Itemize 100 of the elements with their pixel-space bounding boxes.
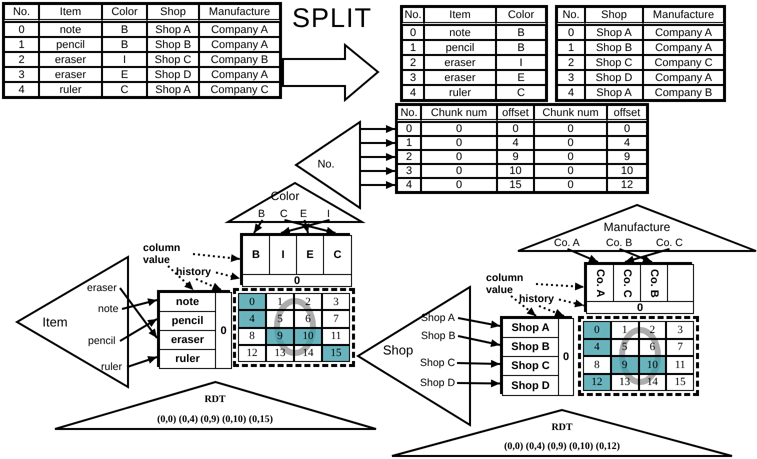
- dotted-arrow: [536, 282, 584, 290]
- table-value: 3: [4, 67, 39, 82]
- table-value: B: [496, 40, 546, 55]
- table-value: 0: [557, 25, 585, 40]
- table-value: Company C: [199, 82, 280, 97]
- column-header: Color: [102, 4, 147, 22]
- rdt-title: RDT: [551, 423, 573, 433]
- column-header: Shop: [585, 7, 643, 25]
- grid-number: 14: [638, 374, 666, 391]
- table-value: Company A: [199, 67, 280, 82]
- arrow: [253, 219, 264, 234]
- table-value: Shop C: [147, 52, 199, 67]
- row-number: 2: [398, 151, 420, 163]
- column-header: Chunk num: [421, 105, 497, 122]
- dotted-arrow: [167, 265, 194, 291]
- table-value: eraser: [39, 52, 102, 67]
- table-value: Company B: [643, 85, 724, 100]
- grid-number: 11: [322, 328, 350, 345]
- value-entry: C: [323, 235, 352, 275]
- table-value: pencil: [424, 40, 496, 55]
- table-value: 9: [607, 150, 647, 164]
- table-value: 0: [421, 164, 497, 178]
- table-value: eraser: [424, 70, 496, 85]
- grid-number: 1: [610, 321, 638, 338]
- column-header: Item: [39, 4, 102, 22]
- tree-title: Manufacture: [604, 221, 670, 233]
- table-value: B: [102, 22, 147, 37]
- value-label: Co. A: [554, 237, 581, 249]
- table-value: Shop A: [585, 25, 643, 40]
- grid-number: 1: [266, 293, 294, 310]
- arrow: [280, 219, 330, 235]
- column-header: offset: [607, 105, 647, 122]
- table-value: B: [102, 37, 147, 52]
- column-header: No.: [402, 7, 424, 25]
- value-entry: B: [242, 235, 270, 275]
- table-value: Company A: [643, 40, 724, 55]
- table-value: B: [496, 25, 546, 40]
- grid-number: 2: [638, 321, 666, 338]
- rdt-entries: (0,0) (0,4) (0,9) (0,10) (0,15): [157, 415, 273, 425]
- dotted-arrow: [510, 295, 537, 317]
- table-value: Shop C: [585, 55, 643, 70]
- table-value: 0: [534, 150, 607, 164]
- table-value: 3: [402, 70, 424, 85]
- table-value: I: [496, 55, 546, 70]
- value-label: eraser: [87, 282, 120, 294]
- table-value: note: [424, 25, 496, 40]
- value-label: Co. B: [606, 237, 633, 249]
- dotted-arrow: [538, 305, 564, 317]
- arrow: [126, 356, 158, 368]
- column-header: Item: [424, 7, 496, 25]
- grid-number: 15: [666, 374, 694, 391]
- table-value: Shop B: [585, 40, 643, 55]
- arrow: [122, 298, 158, 310]
- grid-number: 3: [666, 321, 694, 338]
- tree-title: Shop: [382, 344, 414, 356]
- table-value: 9: [497, 150, 534, 164]
- table-value: 4: [607, 136, 647, 150]
- grid-number: 14: [294, 344, 322, 362]
- rdt-title: RDT: [204, 395, 226, 405]
- table-value: 0: [421, 136, 497, 150]
- table-value: ruler: [39, 82, 102, 97]
- row-number: 0: [398, 123, 420, 135]
- arrow: [456, 360, 500, 368]
- grid-number: 9: [610, 356, 638, 374]
- grid-number: 5: [266, 310, 294, 328]
- column-header: Chunk num: [534, 105, 607, 122]
- row-number: 4: [398, 179, 420, 191]
- history-number: 0: [558, 318, 574, 396]
- grid-number: 9: [266, 328, 294, 345]
- table-value: 15: [497, 178, 534, 192]
- value-label: note: [98, 303, 122, 315]
- arrow: [119, 318, 158, 342]
- table-value: 4: [557, 85, 585, 100]
- row-number: 1: [398, 137, 420, 149]
- arrow: [458, 317, 500, 328]
- dotted-arrow: [558, 298, 584, 308]
- table-value: pencil: [39, 37, 102, 52]
- table-value: 0: [402, 25, 424, 40]
- value-entry: Shop D: [502, 375, 559, 396]
- grid-number: 6: [294, 310, 322, 328]
- table-value: eraser: [39, 67, 102, 82]
- value-label: Co. C: [656, 237, 683, 249]
- table-value: Shop A: [585, 85, 643, 100]
- grid-number: 5: [610, 338, 638, 356]
- table-value: 2: [4, 52, 39, 67]
- history-number: 0: [215, 292, 232, 369]
- table-value: 2: [402, 55, 424, 70]
- table-value: 10: [607, 164, 647, 178]
- table-value: C: [102, 82, 147, 97]
- grid-number: 12: [583, 374, 611, 391]
- arrow: [360, 139, 395, 147]
- table-value: I: [102, 52, 147, 67]
- arrow: [360, 181, 395, 189]
- value-entry: ruler: [159, 349, 216, 369]
- table-value: 10: [497, 164, 534, 178]
- column-header: No.: [397, 105, 421, 122]
- value-entry: note: [159, 292, 216, 312]
- table-value: 0: [497, 122, 534, 136]
- table-value: Company B: [199, 52, 280, 67]
- arrow: [360, 125, 395, 133]
